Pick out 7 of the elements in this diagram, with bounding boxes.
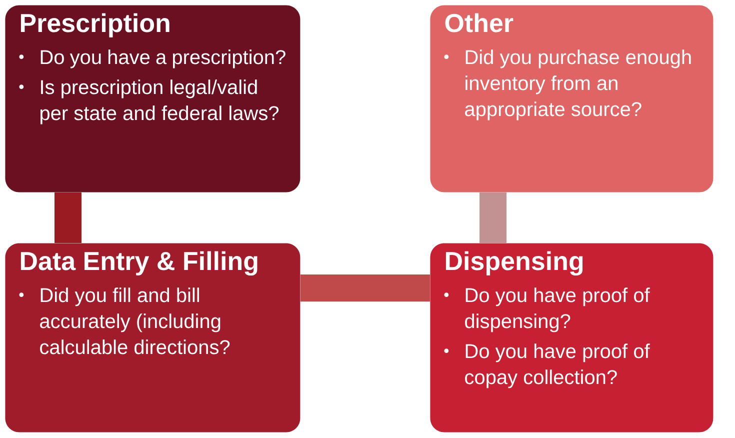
connector-bar xyxy=(300,274,430,302)
card: Other Did you purchase enough inventory from an appropriate source? xyxy=(430,5,714,192)
connector-bar xyxy=(480,192,506,243)
card: Dispensing Do you have proof of dispensing? Do you have proof of copay collection? xyxy=(430,243,714,432)
card: Data Entry & Filling Did you fill and bill accurately (including calculable directions? xyxy=(5,243,300,432)
card: Prescription Do you have a prescription? Is prescription legal/valid per state and federal laws? xyxy=(5,5,300,192)
connector-bar xyxy=(54,192,82,243)
